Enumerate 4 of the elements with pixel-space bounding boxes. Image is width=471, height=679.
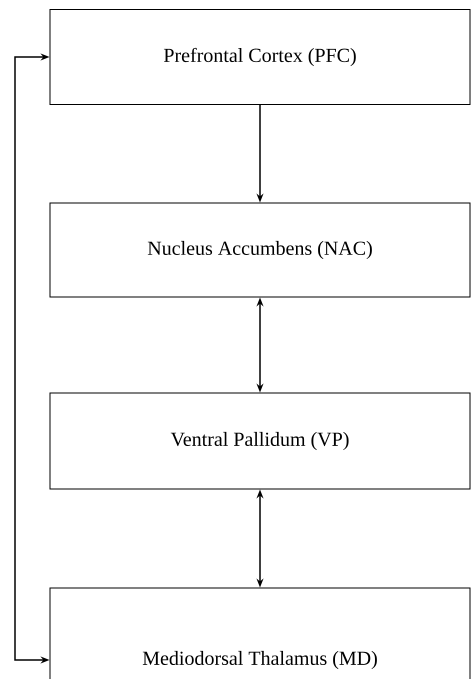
- brain-region-box: Nucleus Accumbens (NAC): [50, 202, 470, 298]
- brain-region-box: Ventral Pallidum (VP): [50, 392, 470, 490]
- brain-region-box: Prefrontal Cortex (PFC): [50, 9, 470, 105]
- brain-region-box: Mediodorsal Thalamus (MD): [50, 588, 470, 679]
